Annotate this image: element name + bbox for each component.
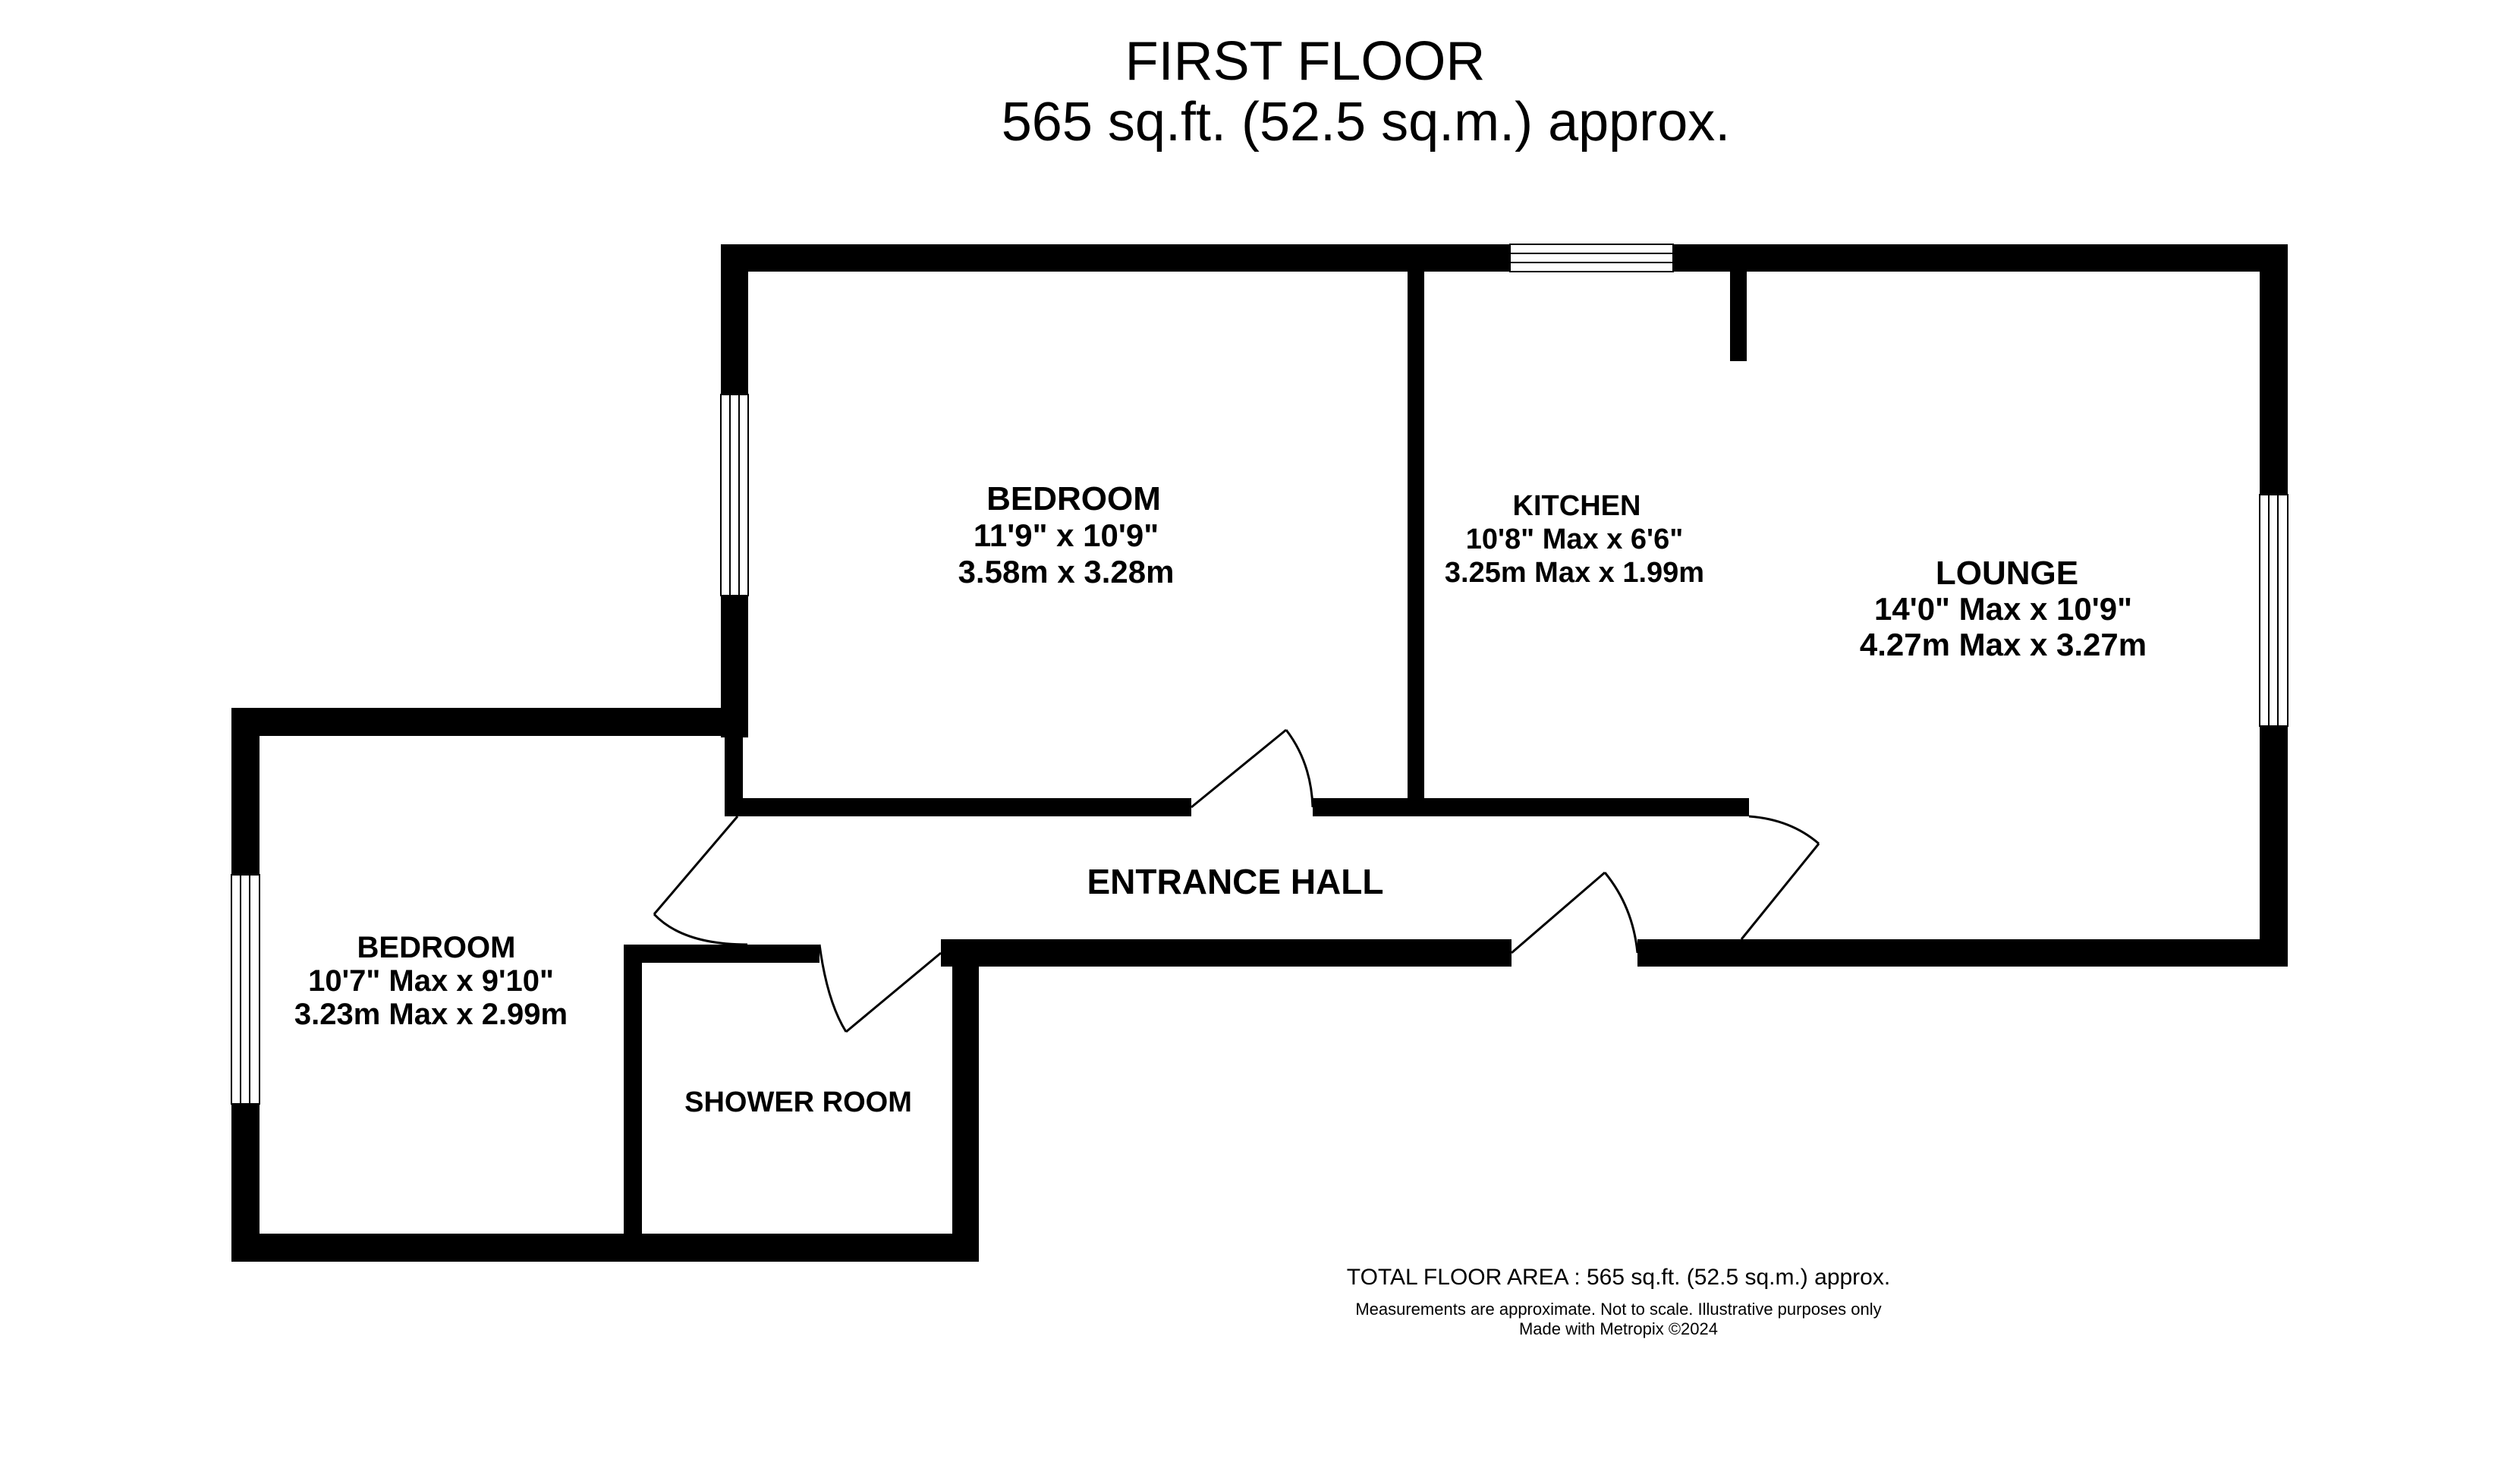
total-floor-area: TOTAL FLOOR AREA : 565 sq.ft. (52.5 sq.m… bbox=[1347, 1265, 1890, 1290]
room-dim-imperial: 14'0" Max x 10'9" bbox=[1874, 591, 2132, 627]
door-lounge bbox=[1740, 815, 1820, 940]
wall-shower-top bbox=[624, 945, 819, 963]
wall-top bbox=[721, 244, 2288, 272]
room-lounge: LOUNGE 14'0" Max x 10'9" 4.27m Max x 3.2… bbox=[1860, 555, 2147, 662]
metropix-credit: Made with Metropix ©2024 bbox=[1519, 1319, 1718, 1338]
wall-kitchen-divider bbox=[1408, 244, 1424, 800]
room-name: BEDROOM bbox=[357, 931, 516, 964]
room-dim-imperial: 10'7" Max x 9'10" bbox=[308, 964, 554, 998]
room-shower-room: SHOWER ROOM bbox=[684, 1086, 912, 1118]
wall-hall-left-stub bbox=[725, 736, 743, 816]
room-dim-metric: 3.23m Max x 2.99m bbox=[294, 998, 568, 1031]
wall-shower-left bbox=[624, 945, 642, 1262]
window-top-kitchen bbox=[1509, 244, 1674, 272]
room-kitchen: KITCHEN 10'8" Max x 6'6" 3.25m Max x 1.9… bbox=[1445, 490, 1704, 589]
wall-bedroom1-bottom-left bbox=[725, 798, 1191, 816]
room-dim-metric: 4.27m Max x 3.27m bbox=[1860, 627, 2147, 662]
room-entrance-hall: ENTRANCE HALL bbox=[1087, 862, 1384, 901]
door-entrance bbox=[1511, 871, 1639, 954]
door-bedroom1 bbox=[1191, 728, 1314, 809]
floor-title: FIRST FLOOR bbox=[1125, 31, 1486, 92]
room-name: KITCHEN bbox=[1513, 490, 1641, 522]
room-name: BEDROOM bbox=[986, 480, 1161, 517]
window-bedroom1-left bbox=[720, 394, 749, 596]
wall-bottom-west bbox=[231, 1234, 979, 1262]
wall-bedroom2-top bbox=[231, 708, 748, 736]
room-name: ENTRANCE HALL bbox=[1087, 862, 1384, 901]
walls bbox=[231, 244, 2288, 1262]
wall-shower-right bbox=[952, 939, 979, 1262]
wall-hall-bottom-left bbox=[941, 939, 1512, 967]
window-bedroom2-left bbox=[231, 874, 260, 1105]
window-lounge-right bbox=[2259, 494, 2289, 727]
disclaimer: Measurements are approximate. Not to sca… bbox=[1355, 1300, 1881, 1319]
room-dim-metric: 3.58m x 3.28m bbox=[958, 554, 1175, 590]
room-dim-imperial: 10'8" Max x 6'6" bbox=[1466, 523, 1684, 555]
door-shower-room bbox=[818, 944, 942, 1033]
room-dim-metric: 3.25m Max x 1.99m bbox=[1445, 557, 1704, 589]
room-dim-imperial: 11'9" x 10'9" bbox=[974, 517, 1159, 553]
room-name: SHOWER ROOM bbox=[684, 1086, 912, 1118]
room-bedroom-1: BEDROOM 11'9" x 10'9" 3.58m x 3.28m bbox=[958, 480, 1175, 590]
floor-area-heading: 565 sq.ft. (52.5 sq.m.) approx. bbox=[1002, 92, 1730, 152]
room-name: LOUNGE bbox=[1936, 555, 2078, 592]
wall-hall-bottom-right bbox=[1637, 939, 2288, 967]
wall-bedroom1-bottom-right bbox=[1313, 798, 1749, 816]
door-bedroom2 bbox=[653, 816, 748, 946]
wall-kitchen-stub bbox=[1730, 244, 1747, 361]
room-bedroom-2: BEDROOM 10'7" Max x 9'10" 3.23m Max x 2.… bbox=[294, 931, 568, 1031]
